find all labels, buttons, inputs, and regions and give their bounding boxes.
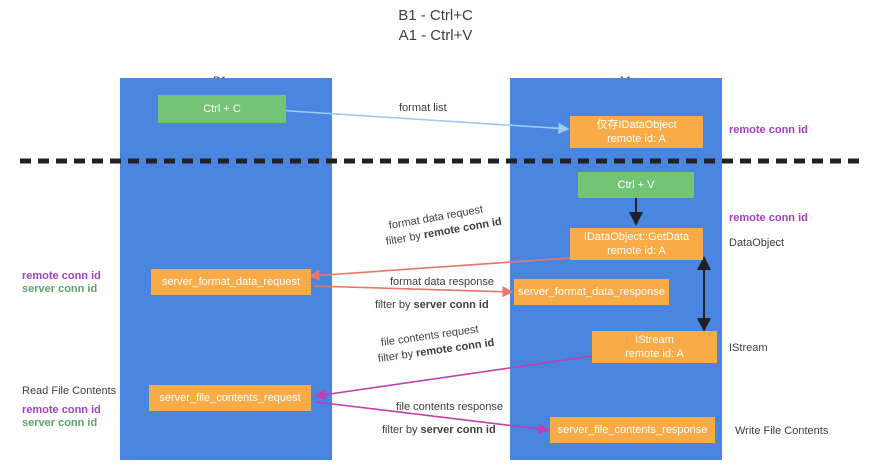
node-ctrl-c-label: Ctrl + C bbox=[203, 103, 241, 115]
node-istream[interactable]: IStream remote id: A bbox=[592, 331, 717, 363]
edge-label-format-data-response-filter: filter by server conn id bbox=[375, 298, 489, 312]
side-label-remote-conn-id-top: remote conn id bbox=[729, 124, 808, 136]
node-idataobject[interactable]: 仅存IDataObject remote id: A bbox=[570, 116, 703, 148]
node-server-format-data-request[interactable]: server_format_data_request bbox=[151, 269, 311, 295]
side-label-dataobject: DataObject bbox=[729, 237, 785, 249]
node-server-file-contents-request-label: server_file_contents_request bbox=[159, 392, 301, 404]
node-server-file-contents-request[interactable]: server_file_contents_request bbox=[149, 385, 311, 411]
side-label-istream: IStream bbox=[729, 342, 768, 354]
edge-label-format-data-response-filter-prefix: filter by bbox=[375, 299, 414, 311]
side-label-write-file-contents: Write File Contents bbox=[735, 425, 829, 437]
node-ctrl-c[interactable]: Ctrl + C bbox=[158, 95, 286, 123]
edge-label-file-contents-response-filter-key: server conn id bbox=[420, 424, 496, 436]
node-server-file-contents-response-label: server_file_contents_response bbox=[557, 424, 708, 436]
node-server-format-data-request-label: server_format_data_request bbox=[161, 276, 301, 288]
side-label-left-server-conn-id-mid: server conn id bbox=[22, 283, 98, 295]
edge-label-file-contents-request-filter-prefix: filter by bbox=[377, 347, 417, 365]
node-getdata-label: IDataObject::GetData bbox=[583, 231, 690, 243]
node-ctrl-v[interactable]: Ctrl + V bbox=[578, 172, 694, 198]
node-ctrl-v-label: Ctrl + V bbox=[617, 179, 655, 191]
edge-label-file-contents-response-filter-prefix: filter by bbox=[382, 424, 421, 436]
side-label-left-remote-conn-id-mid: remote conn id bbox=[22, 270, 101, 282]
node-server-format-data-response-label: server_format_data_response bbox=[518, 286, 665, 298]
node-getdata-sublabel: remote id: A bbox=[607, 245, 666, 257]
side-label-left-remote-conn-id-bot: remote conn id bbox=[22, 404, 101, 416]
node-server-file-contents-response[interactable]: server_file_contents_response bbox=[550, 417, 715, 443]
node-istream-label: IStream bbox=[635, 334, 674, 346]
node-server-format-data-response[interactable]: server_format_data_response bbox=[514, 279, 669, 305]
page-title: B1 - Ctrl+C A1 - Ctrl+V bbox=[398, 7, 473, 44]
side-label-left-server-conn-id-bot: server conn id bbox=[22, 417, 98, 429]
node-getdata[interactable]: IDataObject::GetData remote id: A bbox=[570, 228, 703, 260]
edge-label-format-data-response: format data response bbox=[390, 276, 494, 288]
node-idataobject-label: 仅存IDataObject bbox=[596, 119, 677, 131]
edge-label-format-data-response-filter-key: server conn id bbox=[413, 299, 489, 311]
side-label-read-file-contents: Read File Contents bbox=[22, 385, 117, 397]
node-idataobject-sublabel: remote id: A bbox=[607, 133, 666, 145]
edge-label-file-contents-response: file contents response bbox=[396, 401, 504, 413]
edge-label-format-list: format list bbox=[399, 102, 447, 114]
edge-label-file-contents-response-filter: filter by server conn id bbox=[382, 423, 496, 437]
node-istream-sublabel: remote id: A bbox=[625, 348, 684, 360]
side-label-remote-conn-id-mid: remote conn id bbox=[729, 212, 808, 224]
